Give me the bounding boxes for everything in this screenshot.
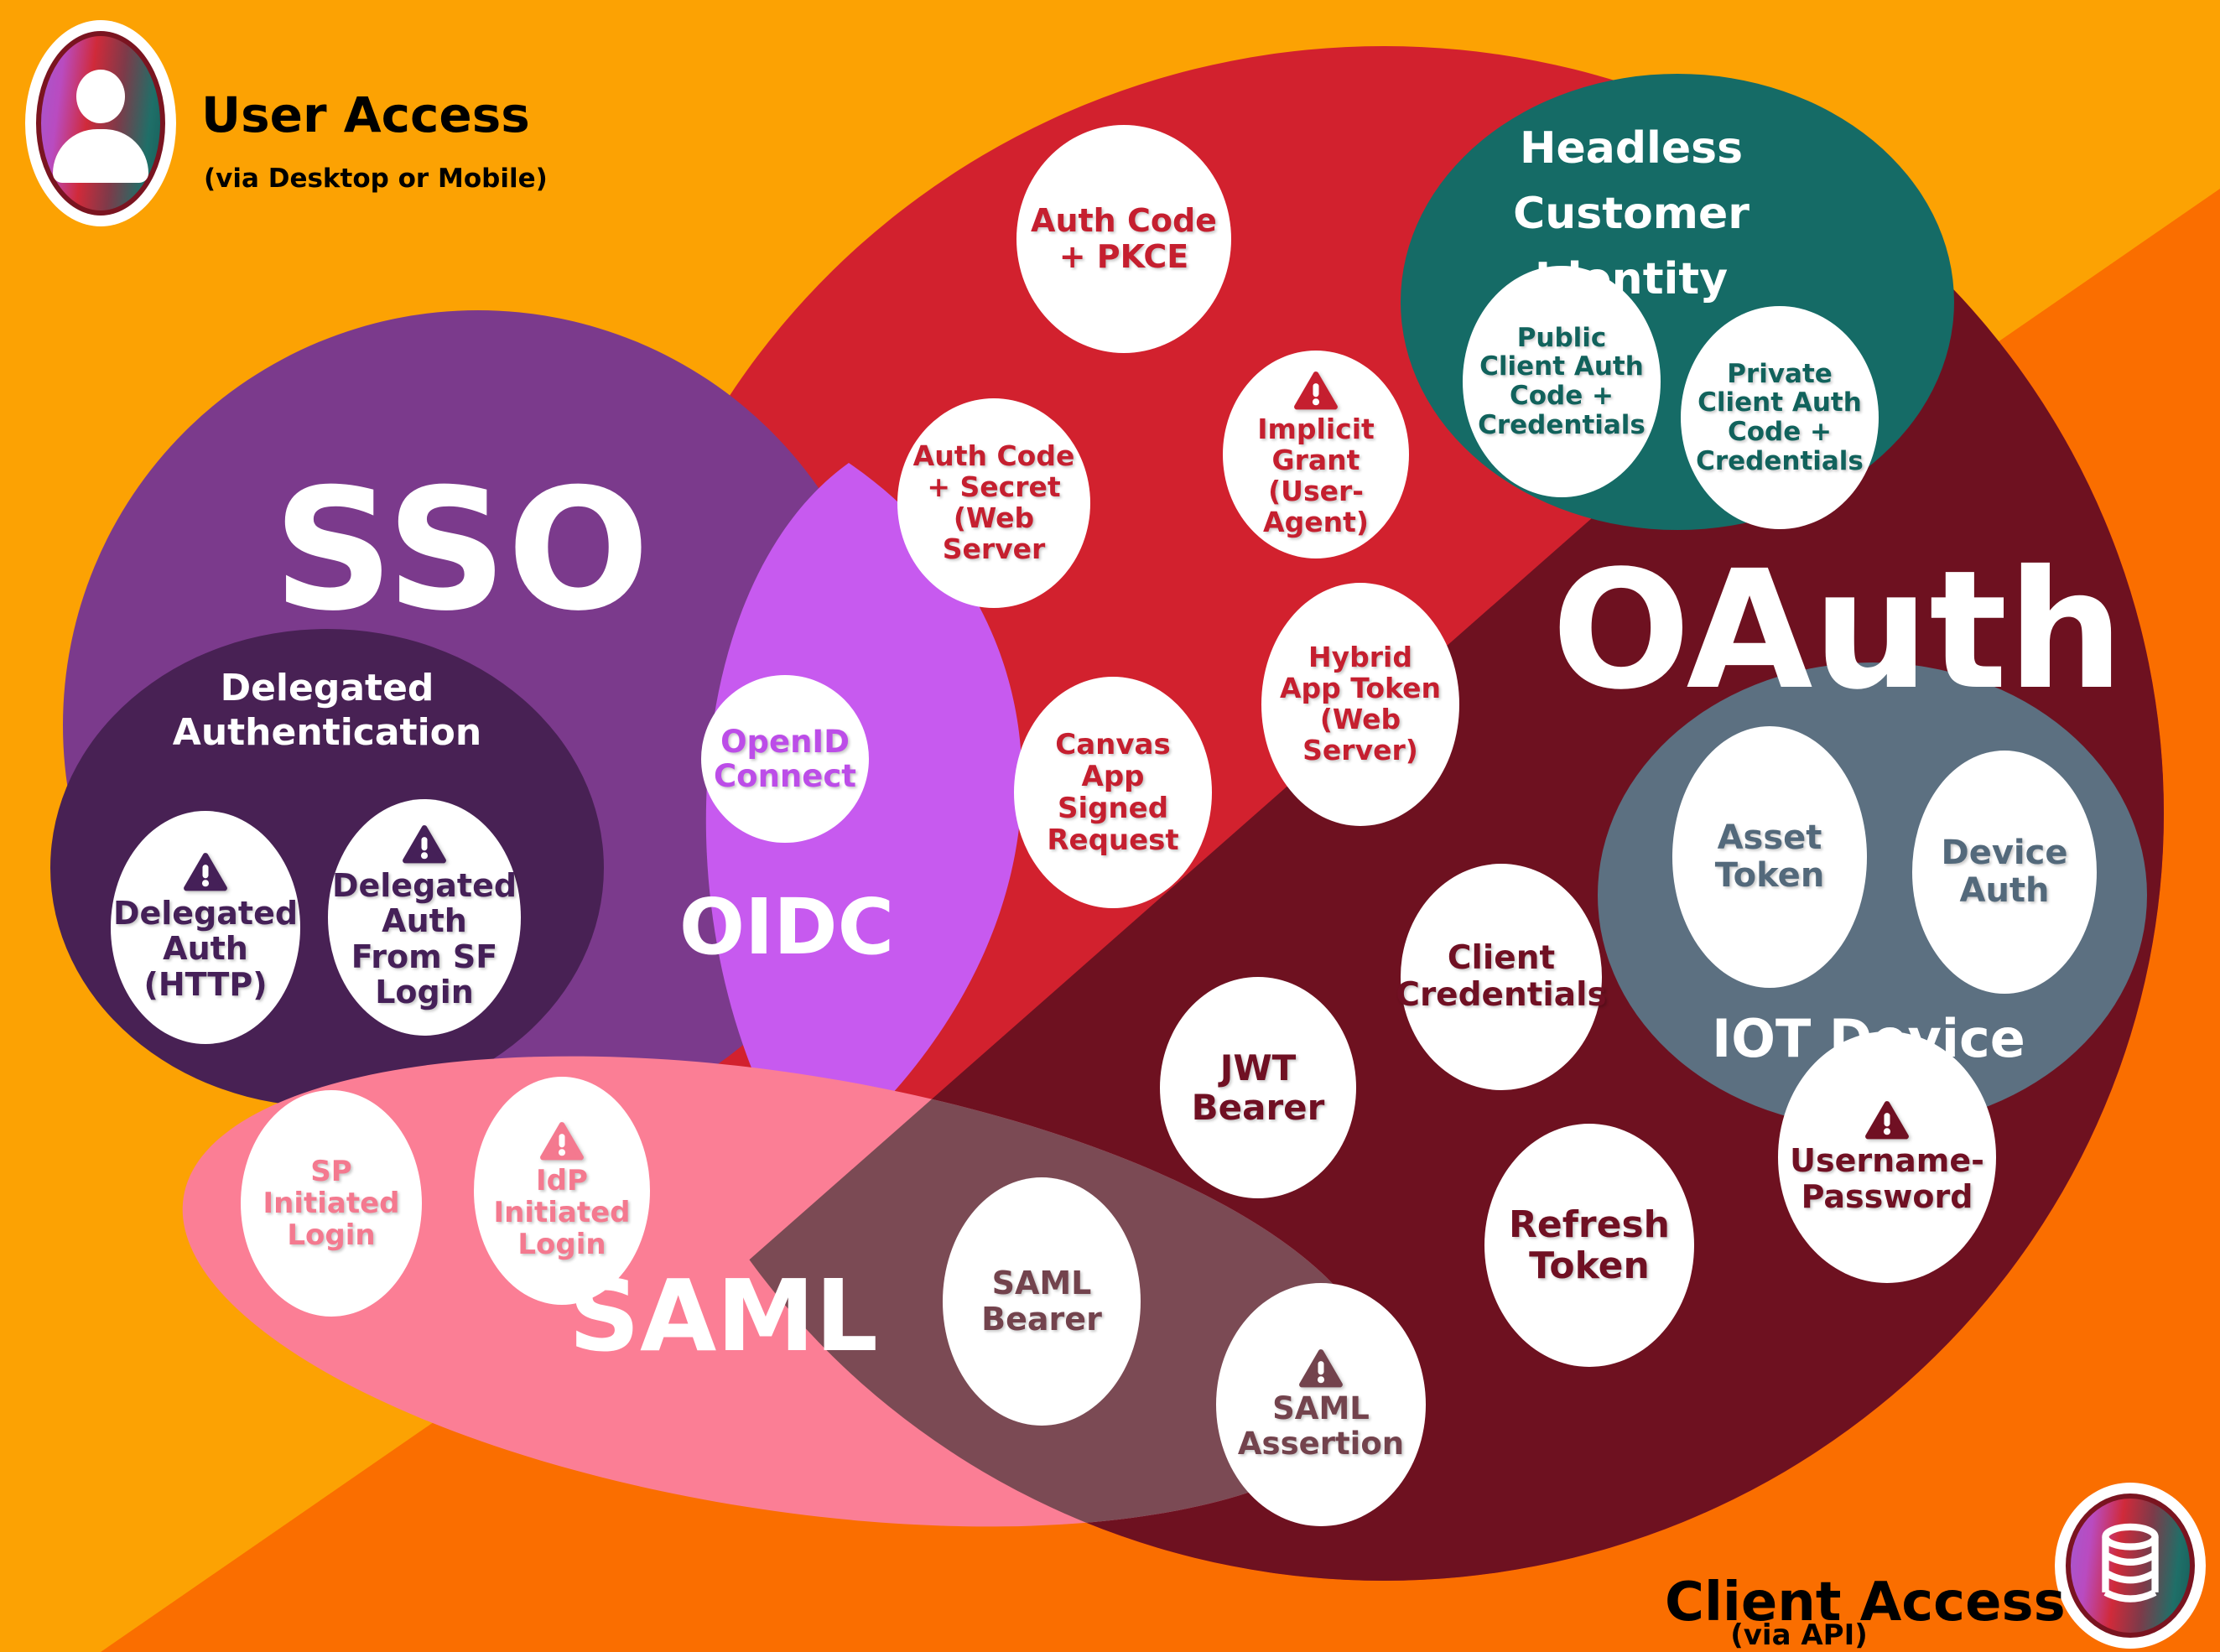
node-sp-initiated-login: SP Initiated Login bbox=[241, 1090, 422, 1317]
saml-title: SAML bbox=[569, 1258, 878, 1374]
node-auth-code-pkce: Auth Code + PKCE bbox=[1016, 125, 1231, 353]
node-saml-assertion: SAML Assertion bbox=[1216, 1283, 1426, 1526]
warning-icon bbox=[403, 825, 446, 864]
node-saml-bearer: SAML Bearer bbox=[943, 1177, 1141, 1426]
node-label: Auth Code + PKCE bbox=[1031, 202, 1217, 275]
node-label: Delegated Auth From SF Login bbox=[331, 866, 517, 1011]
client-access-title: Client Access bbox=[1665, 1571, 2066, 1634]
node-auth-code-secret-web-server: Auth Code + Secret (Web Server bbox=[897, 398, 1090, 608]
node-label: Implicit Grant (User-Agent) bbox=[1257, 412, 1375, 538]
node-label: SAML Assertion bbox=[1237, 1390, 1405, 1462]
person-glyph bbox=[53, 69, 148, 183]
node-label: SP Initiated Login bbox=[263, 1154, 400, 1253]
node-label: Delegated Auth (HTTP) bbox=[112, 894, 299, 1004]
user-icon bbox=[36, 31, 165, 216]
warning-icon bbox=[1865, 1100, 1909, 1140]
node-public-client-auth-code-credentials: Public Client Auth Code + Credentials bbox=[1463, 266, 1661, 497]
node-canvas-app-signed-request: Canvas App Signed Request bbox=[1014, 677, 1212, 908]
node-label: Private Client Auth Code + Credentials bbox=[1696, 358, 1864, 476]
node-delegated-auth-http: Delegated Auth (HTTP) bbox=[111, 811, 300, 1044]
database-icon bbox=[2066, 1494, 2195, 1638]
node-refresh-token: Refresh Token bbox=[1484, 1124, 1694, 1367]
node-label: Public Client Auth Code + Credentials bbox=[1478, 322, 1646, 440]
headless-customer-identity-title: Headless Customer Identity bbox=[1513, 123, 1749, 304]
node-jwt-bearer: JWT Bearer bbox=[1160, 977, 1356, 1198]
warning-icon bbox=[184, 853, 227, 891]
warning-icon bbox=[1299, 1348, 1343, 1388]
node-private-client-auth-code-credentials: Private Client Auth Code + Credentials bbox=[1681, 306, 1879, 529]
delegated-authentication-title: Delegated Authentication bbox=[172, 667, 482, 754]
warning-icon bbox=[540, 1122, 584, 1161]
node-label: IdP Initiated Login bbox=[493, 1163, 631, 1261]
person-head bbox=[76, 69, 125, 123]
node-label: SAML Bearer bbox=[981, 1265, 1102, 1338]
node-username-password: Username-Password bbox=[1778, 1031, 1996, 1283]
node-implicit-grant-user-agent: Implicit Grant (User-Agent) bbox=[1223, 351, 1409, 558]
node-label: JWT Bearer bbox=[1191, 1047, 1325, 1128]
node-label: Asset Token bbox=[1714, 818, 1825, 895]
oidc-title: OIDC bbox=[678, 882, 895, 972]
node-openid-connect: OpenID Connect bbox=[701, 675, 869, 843]
oauth-title: OAuth bbox=[1552, 535, 2124, 725]
node-label: OpenID Connect bbox=[714, 723, 856, 794]
node-delegated-auth-from-sf-login: Delegated Auth From SF Login bbox=[328, 799, 521, 1036]
warning-icon bbox=[1294, 371, 1338, 410]
user-access-subtitle: (via Desktop or Mobile) bbox=[204, 164, 548, 194]
client-access-subtitle: (via API) bbox=[1730, 1618, 1868, 1652]
node-label: Hybrid App Token (Web Server) bbox=[1279, 641, 1441, 766]
user-access-title: User Access bbox=[201, 86, 530, 143]
node-label: Client Credentials bbox=[1396, 939, 1607, 1014]
node-label: Refresh Token bbox=[1509, 1203, 1670, 1287]
database-glyph bbox=[2102, 1523, 2159, 1603]
node-asset-token: Asset Token bbox=[1672, 726, 1867, 988]
user-access-badge bbox=[25, 20, 176, 226]
node-device-auth: Device Auth bbox=[1912, 751, 2097, 994]
node-label: Auth Code + Secret (Web Server bbox=[912, 439, 1075, 565]
node-label: Username-Password bbox=[1790, 1142, 1984, 1215]
node-idp-initiated-login: IdP Initiated Login bbox=[474, 1077, 650, 1305]
person-shoulders bbox=[53, 128, 148, 183]
node-client-credentials: Client Credentials bbox=[1396, 864, 1607, 1090]
node-label: Device Auth bbox=[1941, 834, 2068, 910]
client-access-badge bbox=[2055, 1483, 2206, 1649]
node-label: Canvas App Signed Request bbox=[1047, 727, 1179, 858]
node-hybrid-app-token-web-server: Hybrid App Token (Web Server) bbox=[1261, 583, 1459, 826]
sso-title: SSO bbox=[273, 453, 650, 648]
